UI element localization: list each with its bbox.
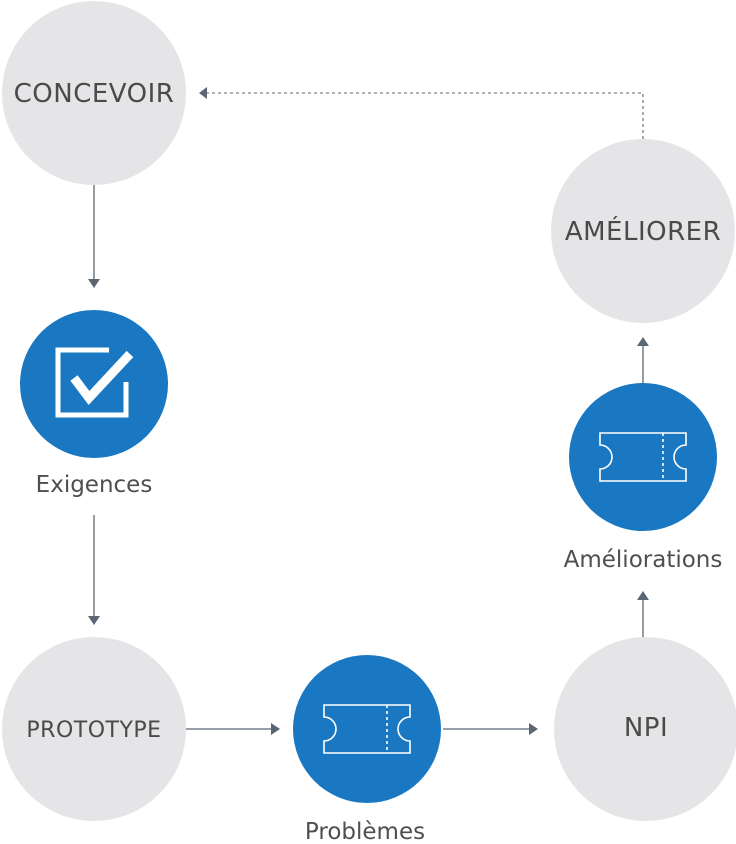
artifact-ameliorations-label: Améliorations	[564, 547, 723, 573]
artifact-problemes: Problèmes	[293, 655, 441, 844]
connector-prototype-problemes	[186, 723, 280, 735]
stage-ameliorer-label: AMÉLIORER	[565, 215, 721, 247]
artifact-problemes-label: Problèmes	[305, 819, 425, 844]
connector-exigences-prototype	[88, 515, 100, 625]
stage-ameliorer: AMÉLIORER	[551, 139, 735, 323]
stage-prototype: PROTOTYPE	[2, 637, 186, 821]
connector-ameliorations-ameliorer	[637, 337, 649, 383]
checkbox-icon	[55, 347, 134, 418]
stage-concevoir-label: CONCEVOIR	[14, 79, 175, 109]
ticket-icon	[323, 704, 411, 754]
connector-problemes-npi	[443, 723, 538, 735]
ticket-icon	[599, 432, 687, 482]
artifact-ameliorations: Améliorations	[564, 383, 723, 573]
connector-ameliorer-concevoir	[199, 87, 644, 139]
artifact-exigences: Exigences	[20, 310, 168, 498]
stage-npi: NPI	[554, 637, 736, 821]
stage-concevoir: CONCEVOIR	[2, 1, 186, 185]
stage-npi-label: NPI	[624, 713, 668, 743]
connectors	[88, 87, 649, 735]
connector-npi-ameliorations	[637, 591, 649, 640]
connector-concevoir-exigences	[88, 185, 100, 288]
artifact-exigences-label: Exigences	[36, 472, 153, 498]
stage-prototype-label: PROTOTYPE	[26, 718, 161, 743]
